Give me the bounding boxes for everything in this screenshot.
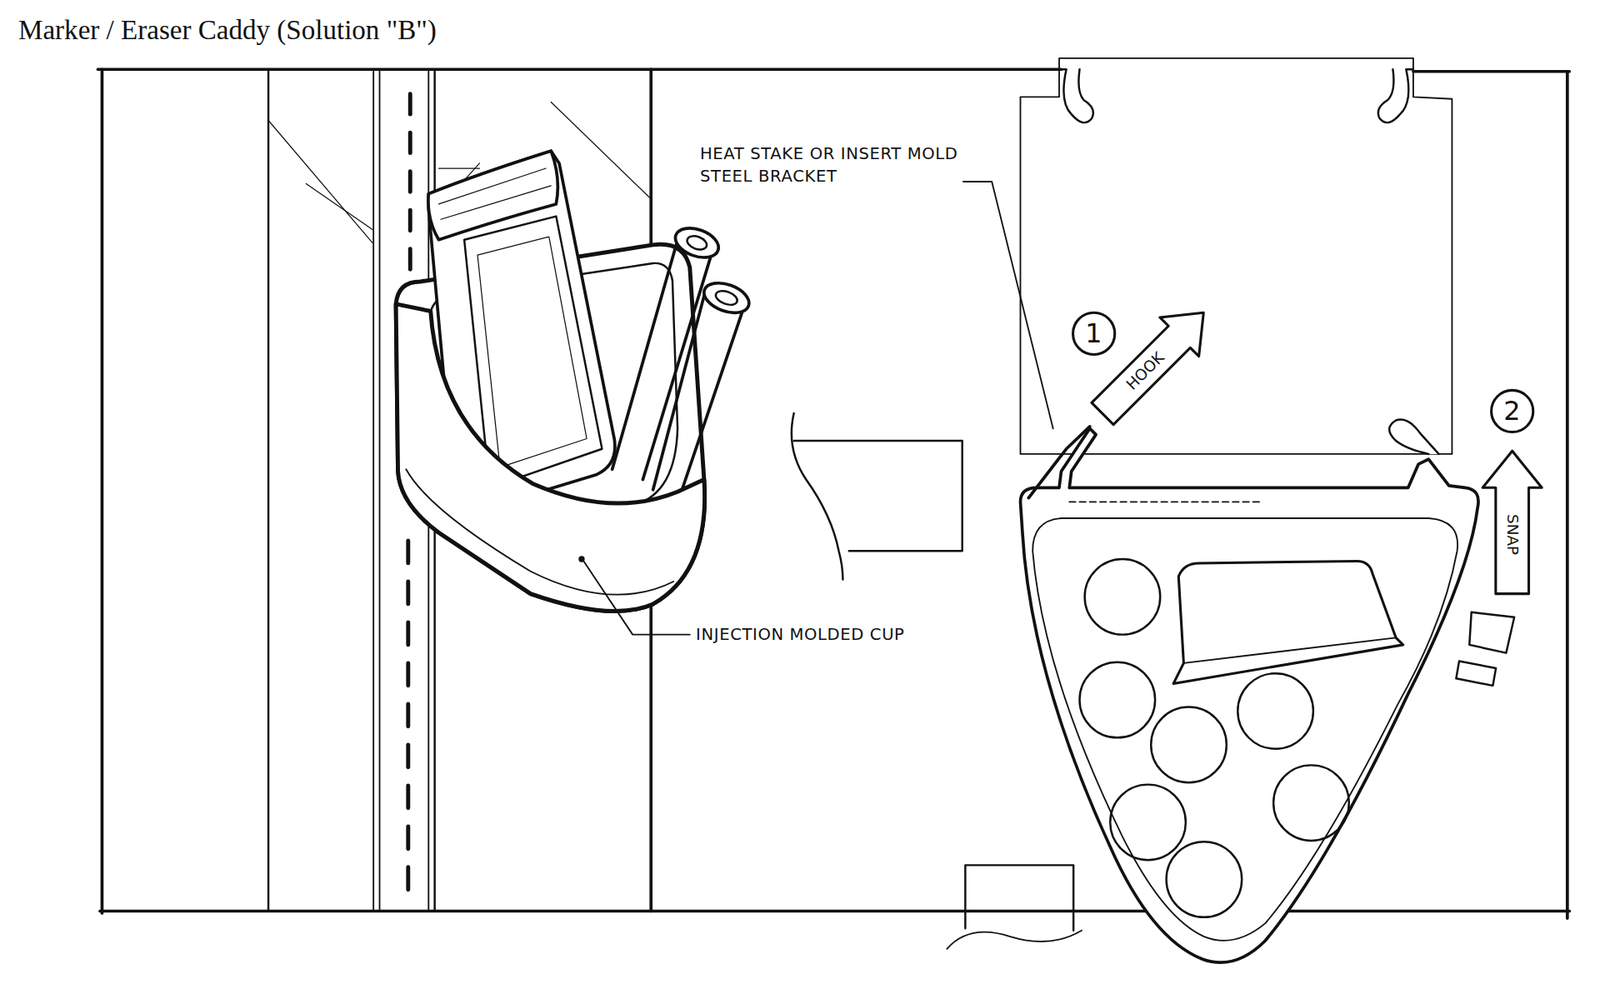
arrow-outline [1482,450,1542,594]
arrow-outline [1083,293,1224,434]
arrow-text: SNAP [1503,514,1522,555]
callout-number: 2 [1490,389,1535,435]
callout-number: 1 [1071,310,1117,356]
snap-arrow: SNAP [1482,450,1542,594]
callout-label: HEAT STAKE OR INSERT MOLD STEEL BRACKET [700,142,968,188]
callout-text: 2 [1503,395,1520,427]
callout-text: 1 [1085,318,1102,350]
callout-circle [1073,312,1115,355]
sheet-title: Marker / Eraser Caddy (Solution "B") [18,14,437,46]
part-label: INJECTION MOLDED CUP [695,623,1002,646]
callout-circle [1491,390,1534,432]
